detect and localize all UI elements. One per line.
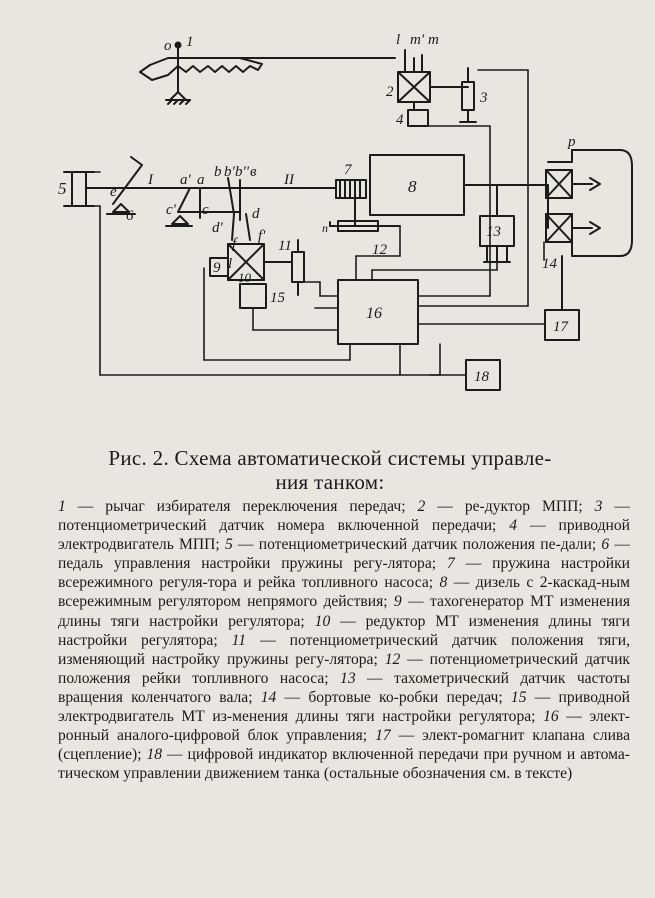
- legend-number: 9: [393, 593, 402, 611]
- label-13: 13: [486, 224, 501, 240]
- label-c: c: [202, 202, 209, 218]
- label-f-prime: f': [258, 228, 266, 244]
- label-n: n: [322, 221, 328, 235]
- legend-number: 1: [58, 498, 66, 515]
- label-14: 14: [542, 256, 558, 272]
- label-15: 15: [270, 290, 286, 306]
- label-a: a: [197, 172, 205, 188]
- label-p: p: [567, 134, 576, 150]
- label-11: 11: [278, 238, 292, 254]
- legend-number: 11: [231, 631, 247, 649]
- label-7: 7: [344, 162, 353, 178]
- label-b-dprime: b'': [235, 164, 250, 180]
- label-e: e: [110, 184, 117, 200]
- side-gearboxes: [545, 149, 633, 257]
- legend-text: — элект-ронный аналого-цифровой блок упр…: [58, 708, 630, 745]
- legend-text: — рычаг избирателя переключения передач;: [65, 498, 418, 515]
- legend-text: — потенциометрический датчик положения т…: [58, 631, 630, 668]
- legend-text: — потенциометрический датчик положения п…: [232, 536, 602, 554]
- legend-text: — элект-ромагнит клапана слива (сцеплени…: [58, 727, 630, 764]
- legend-text: — цифровой индикатор включенной передачи…: [58, 746, 630, 783]
- label-17: 17: [553, 319, 570, 335]
- gear-selector-lever: [139, 41, 396, 105]
- label-c-prime: c': [166, 202, 177, 218]
- label-b-prime: b': [224, 164, 236, 180]
- label-rod-II: II: [283, 172, 295, 188]
- legend-text: — бортовые ко-робки передач;: [276, 688, 511, 706]
- legend-number: 3: [594, 498, 603, 515]
- legend-number: 17: [375, 727, 391, 745]
- legend-number: 7: [446, 555, 455, 573]
- legend-number: 18: [146, 746, 163, 764]
- legend-text: — редуктор МТ изменения длины тяги настр…: [58, 612, 630, 649]
- label-m: m: [428, 32, 439, 48]
- legend-text: — приводной электродвигатель МПП;: [58, 517, 631, 554]
- label-l-mid: l: [228, 256, 232, 272]
- label-v: в: [250, 164, 257, 180]
- legend-number: 4: [509, 517, 518, 535]
- label-d-prime: d': [212, 220, 224, 236]
- legend-number: 16: [543, 708, 559, 726]
- label-16: 16: [366, 305, 382, 322]
- label-6: 6: [126, 208, 134, 224]
- legend-number: 8: [439, 574, 448, 592]
- label-4: 4: [396, 112, 404, 128]
- label-f: f: [232, 236, 238, 252]
- control-system-diagram: 1 o l m' m 2 3 4 5 6 7 8 9 10 11 12 13 1…: [58, 32, 633, 391]
- regulator-linkage: [165, 177, 251, 241]
- label-5: 5: [58, 179, 67, 198]
- legend-number: 10: [314, 612, 331, 630]
- legend-text: — тахогенератор МТ изменения длины тяги …: [58, 593, 630, 630]
- legend-number: 14: [260, 688, 277, 706]
- control-units: [337, 255, 580, 391]
- label-1: 1: [186, 34, 194, 50]
- label-m-prime: m': [410, 32, 425, 48]
- wiring: [77, 69, 546, 376]
- figure-caption-title: Рис. 2. Схема автоматической системы упр…: [108, 446, 552, 494]
- label-12: 12: [372, 242, 388, 258]
- legend-text: — потенциометрический датчик положения р…: [58, 650, 630, 687]
- legend-text: — потенциометрический датчик номера вклю…: [58, 498, 630, 535]
- label-3: 3: [479, 90, 488, 106]
- legend-number: 5: [224, 536, 233, 554]
- legend-text: — пружина настройки всережимного регуля-…: [58, 555, 630, 592]
- label-a-prime: a': [180, 172, 192, 188]
- label-8: 8: [408, 177, 417, 196]
- label-d: d: [252, 206, 260, 222]
- legend-number: 15: [510, 688, 527, 706]
- label-2: 2: [386, 84, 394, 100]
- label-10: 10: [238, 270, 252, 285]
- label-9: 9: [213, 260, 221, 276]
- diesel-engine-block: [299, 154, 549, 232]
- legend-number: 6: [601, 536, 610, 554]
- mt-reducer-block: [209, 239, 305, 309]
- label-o: o: [164, 38, 172, 54]
- legend-text: — тахометрический датчик частоты вращени…: [58, 669, 630, 706]
- label-b: b: [214, 164, 222, 180]
- label-rod-I: I: [147, 172, 154, 188]
- mpp-reducer-block: [397, 49, 477, 127]
- legend-text: — педаль управления настройки пружины ре…: [58, 536, 630, 573]
- legend-text: — дизель с 2-каскад-ным всережимным регу…: [58, 574, 630, 611]
- legend-number: 2: [417, 498, 426, 515]
- legend-text: — ре-дуктор МПП;: [425, 498, 595, 515]
- legend-text: — приводной электродвигатель МТ из-менен…: [58, 688, 631, 726]
- figure-legend: 1 — рычаг избирателя переключения переда…: [58, 497, 630, 783]
- legend-number: 12: [384, 650, 401, 668]
- label-18: 18: [474, 369, 490, 385]
- legend-number: 13: [340, 669, 356, 687]
- label-l-top: l: [396, 32, 400, 48]
